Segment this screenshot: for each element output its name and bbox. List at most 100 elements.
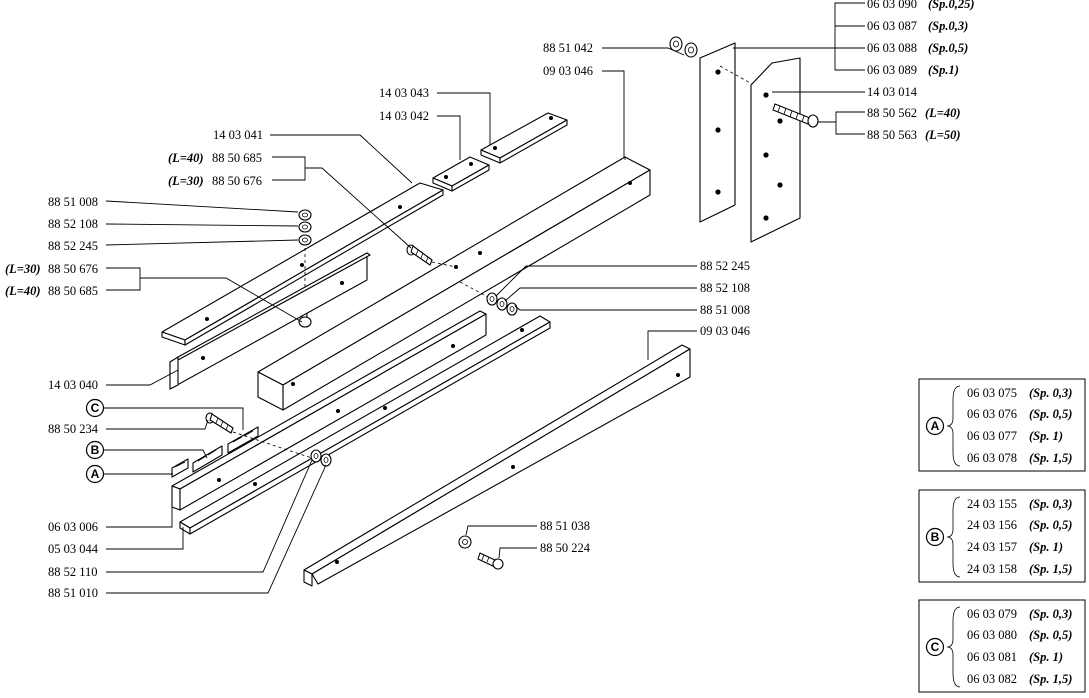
marker-a: A [85,464,105,484]
angle-strip-14-03-040 [169,252,371,390]
label-090346-bottom: 09 03 046 [700,324,750,338]
note-885056: (L=40) [925,106,961,120]
legend-box-c: C 06 03 079 (Sp. 0,3) 06 03 080 (Sp. 0,5… [918,599,1086,693]
legend-c-code-2: 06 03 080 [967,628,1017,642]
legend-b-spec-2: (Sp. 0,5) [1029,518,1072,532]
legend-a-code-4: 06 03 078 [967,451,1017,465]
label-060308: 06 03 087 [867,19,917,33]
legend-c-code-4: 06 03 082 [967,672,1017,686]
label-090346-top: 09 03 046 [543,64,593,78]
label-885067-a: 88 50 676 [212,174,262,188]
shim-plate-a [171,458,189,478]
note-885068-a: (L=40) [168,151,204,165]
label-050344: 05 03 044 [48,542,99,556]
note-885068-b: (L=40) [5,284,41,298]
note-060309: (Sp.0,25) [928,0,975,11]
legend-a-code-1: 06 03 075 [967,386,1017,400]
marker-c: C [85,398,105,418]
note-060388: (Sp.0,5) [928,41,968,55]
washer-nut-bottom [310,449,332,467]
label-060309: 06 03 090 [867,0,917,11]
legend-a-spec-3: (Sp. 1) [1029,429,1063,443]
strip-plate-14-03-043 [480,112,568,164]
nut-washer-stack-right [459,281,518,316]
label-140343: 14 03 043 [379,86,429,100]
label-140341: 14 03 041 [213,128,263,142]
label-140340: 14 03 040 [48,378,98,392]
label-060306: 06 03 006 [48,520,98,534]
legend-b-code-4: 24 03 158 [967,562,1017,576]
label-885224-b: 88 52 245 [700,259,750,273]
shim-plate-c [227,426,259,454]
label-060389: 06 03 089 [867,63,917,77]
shim-markers: C B A [85,398,105,484]
legend-a-code-2: 06 03 076 [967,407,1017,421]
label-885056: 88 50 562 [867,106,917,120]
label-885063: 88 50 563 [867,128,917,142]
marker-b: B [85,440,105,460]
nut-88-51-038 [458,535,472,549]
label-885100-a: 88 51 008 [48,195,98,209]
legend-b-code-1: 24 03 155 [967,497,1017,511]
note-885067-b: (L=30) [5,262,41,276]
angle-bar-09-03-046 [303,344,691,587]
nut-washer-stack-left [298,209,312,246]
vertical-plate-back [699,42,736,223]
legend-b-spec-3: (Sp. 1) [1029,540,1063,554]
label-885104: 88 51 042 [543,41,593,55]
legend-a-spec-4: (Sp. 1,5) [1029,451,1072,465]
label-885022: 88 50 224 [540,541,591,555]
label-885103: 88 51 038 [540,519,590,533]
vertical-plate-front [750,57,801,243]
wood-screw [772,103,819,128]
legend-a-marker: A [931,419,940,433]
label-885067-b: 88 50 676 [48,262,98,276]
legend-b-spec-4: (Sp. 1,5) [1029,562,1072,576]
legend-c-marker: C [931,640,940,654]
parts-drawing [161,36,819,587]
bolt-upper [406,244,433,266]
legend-c-spec-3: (Sp. 1) [1029,650,1063,664]
svg-text:B: B [91,443,100,457]
note-885063: (L=50) [925,128,961,142]
label-885224-a: 88 52 245 [48,239,98,253]
leader-lines [104,2,865,594]
label-885210-a: 88 52 108 [48,217,98,231]
shim-plate-b [192,445,223,473]
label-885210-b: 88 52 108 [700,281,750,295]
legend-box-b: B 24 03 155 (Sp. 0,3) 24 03 156 (Sp. 0,5… [918,489,1086,583]
legend-box-a: A 06 03 075 (Sp. 0,3) 06 03 076 (Sp. 0,5… [918,378,1086,472]
washer-pair-top [669,36,698,58]
label-885068-a: 88 50 685 [212,151,262,165]
label-885023: 88 50 234 [48,422,99,436]
note-060389: (Sp.1) [928,63,959,77]
strip-14-03-041 [161,182,444,346]
svg-text:C: C [91,401,100,415]
square-tube [257,156,651,411]
label-060388: 06 03 088 [867,41,917,55]
note-885067-a: (L=30) [168,174,204,188]
label-885068-b: 88 50 685 [48,284,98,298]
label-885100-b: 88 51 008 [700,303,750,317]
legend-c-spec-1: (Sp. 0,3) [1029,607,1072,621]
svg-text:A: A [91,467,100,481]
label-140342: 14 03 042 [379,109,429,123]
legend-b-marker: B [931,530,940,544]
note-060308: (Sp.0,3) [928,19,968,33]
legend-c-code-1: 06 03 079 [967,607,1017,621]
legend-c-code-3: 06 03 081 [967,650,1017,664]
angle-bar-05-03-044 [179,315,551,535]
legend-b-spec-1: (Sp. 0,3) [1029,497,1072,511]
legend-c-spec-4: (Sp. 1,5) [1029,672,1072,686]
bolt-88-50-234 [205,412,234,434]
angle-bar-06-03-006 [171,310,487,511]
legend-b-code-2: 24 03 156 [967,518,1017,532]
legend-c-spec-2: (Sp. 0,5) [1029,628,1072,642]
label-140314: 14 03 014 [867,85,918,99]
legend-a-spec-2: (Sp. 0,5) [1029,407,1072,421]
part-labels: 06 03 090 (Sp.0,25) 06 03 087 (Sp.0,3) 0… [5,0,975,600]
label-885101: 88 51 010 [48,586,98,600]
screw-88-50-224 [477,552,504,570]
strip-plate-14-03-042 [432,156,490,192]
